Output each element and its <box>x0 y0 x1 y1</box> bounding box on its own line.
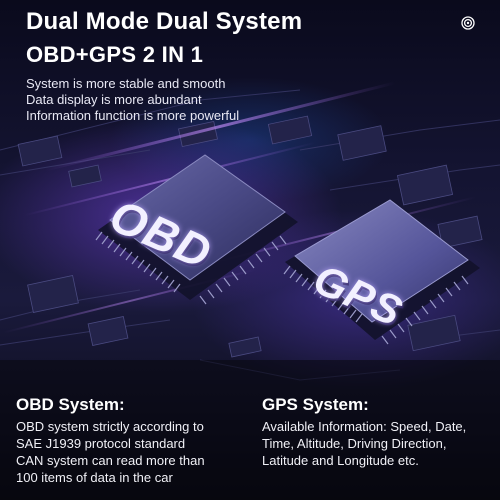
banner-title: Dual Mode Dual System <box>26 8 303 35</box>
feature-item: System is more stable and smooth <box>26 76 226 91</box>
obd-system-title: OBD System: <box>16 395 125 414</box>
target-icon <box>461 16 475 30</box>
gps-system-line: Latitude and Longitude etc. <box>262 453 419 468</box>
obd-system-section: OBD System: OBD system strictly accordin… <box>16 395 205 486</box>
feature-item: Data display is more abundant <box>26 92 202 107</box>
obd-system-line: 100 items of data in the car <box>16 470 173 485</box>
obd-system-line: SAE J1939 protocol standard <box>16 436 186 451</box>
obd-system-line: OBD system strictly according to <box>16 419 204 434</box>
banner-subtitle: OBD+GPS 2 IN 1 <box>26 42 204 67</box>
obd-system-line: CAN system can read more than <box>16 453 205 468</box>
gps-system-section: GPS System: Available Information: Speed… <box>262 395 466 469</box>
gps-system-title: GPS System: <box>262 395 369 414</box>
gps-system-line: Available Information: Speed, Date, <box>262 419 467 434</box>
gps-system-line: Time, Altitude, Driving Direction, <box>262 436 447 451</box>
feature-item: Information function is more powerful <box>26 108 240 123</box>
feature-list: System is more stable and smooth Data di… <box>26 76 239 124</box>
